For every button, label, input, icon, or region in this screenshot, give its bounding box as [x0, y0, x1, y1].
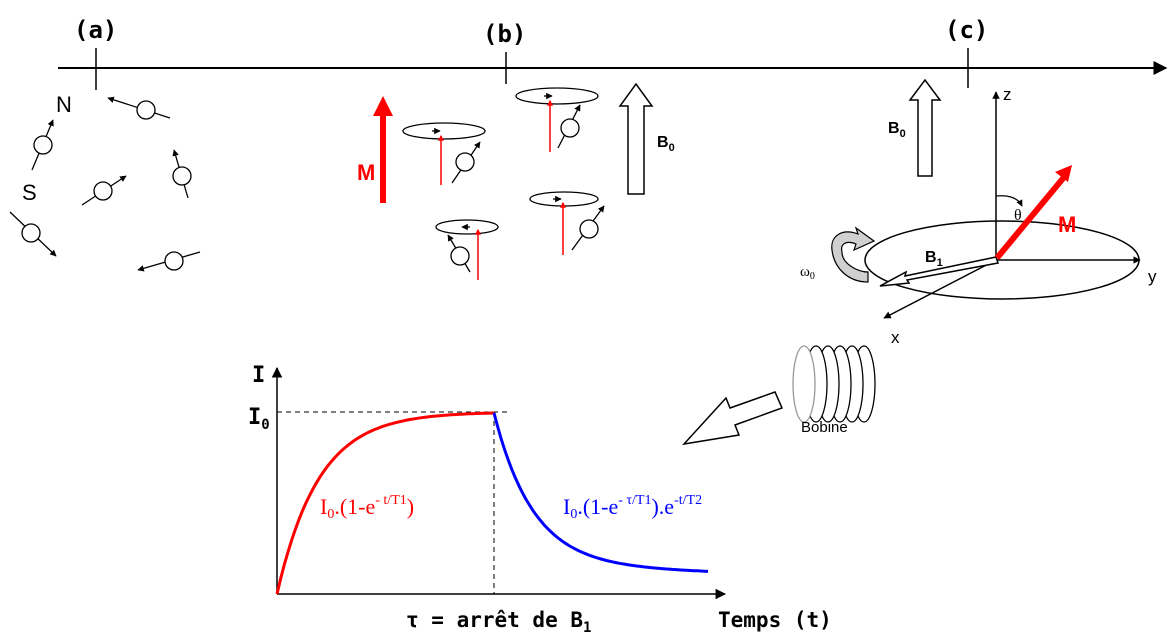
precessing-spin — [515, 87, 599, 152]
signal-arrow-icon — [681, 391, 784, 446]
spin-icon — [9, 211, 57, 257]
decay-curve — [492, 412, 709, 573]
rotation-arrow-icon — [831, 226, 876, 283]
graph-y-label: I — [252, 363, 265, 388]
axis-z-label: z — [1003, 85, 1012, 104]
magnetization-label: M — [1058, 212, 1076, 237]
b0-subscript: 0 — [900, 128, 906, 140]
panel-a-random-spins: N S — [9, 92, 201, 272]
decay-formula-b: .(1-e — [577, 494, 618, 519]
b1-subscript: 1 — [937, 257, 943, 269]
decay-formula-d: ).e — [651, 494, 674, 519]
precessing-spin — [529, 191, 605, 255]
graph-x-label: Temps (t) — [718, 608, 832, 632]
coil-icon — [792, 345, 876, 423]
precessing-spin — [402, 122, 486, 185]
axis-x-label: x — [891, 328, 900, 347]
magnetization-label: M — [357, 160, 375, 185]
rise-formula-a: I — [320, 494, 327, 519]
omega-letter: ω — [800, 264, 810, 280]
b0-subscript: 0 — [669, 142, 675, 154]
decay-formula-a-sub: 0 — [570, 507, 577, 522]
b1-letter: B — [925, 249, 937, 266]
coil-label: Bobine — [801, 419, 848, 436]
theta-label: θ — [1014, 207, 1022, 224]
decay-formula-c: - τ/T1 — [618, 493, 651, 508]
b0-arrow-icon — [908, 78, 942, 177]
b0-arrow-icon — [618, 82, 654, 195]
decay-formula: I0.(1-e- τ/T1).e-t/T2 — [563, 493, 702, 522]
b1-arrow-icon — [879, 256, 999, 287]
rise-formula-b: .(1-e — [334, 494, 375, 519]
stage-b-label: (b) — [483, 20, 526, 48]
signal-graph: I I0 Temps (t) τ = arrêt de B1 I0.(1-e- … — [248, 363, 832, 632]
spin-icon — [107, 96, 171, 120]
i0-letter: I — [248, 405, 261, 430]
spin-icon — [172, 149, 192, 199]
stage-a-label: (a) — [74, 16, 117, 44]
tau-label: τ = arrêt de B1 — [406, 608, 591, 632]
x-axis — [883, 259, 997, 319]
spin-icon — [81, 175, 127, 206]
precessing-spin — [435, 219, 499, 280]
magnetization-arrow — [994, 165, 1072, 260]
i0-subscript: 0 — [261, 417, 269, 433]
tau-label-subscript: 1 — [583, 620, 591, 632]
omega-label: ω0 — [800, 264, 815, 282]
b0-letter: B — [657, 134, 669, 151]
omega-subscript: 0 — [810, 271, 815, 282]
timeline: (a) (b) (c) — [58, 16, 1168, 90]
theta-arc — [995, 195, 1023, 207]
stage-c-label: (c) — [945, 16, 988, 44]
magnetization-arrow — [373, 96, 393, 203]
decay-formula-e: -t/T2 — [674, 493, 702, 508]
rise-curve — [275, 411, 495, 595]
south-label: S — [22, 180, 37, 205]
decay-formula-a: I — [563, 494, 570, 519]
b0-label: B0 — [888, 120, 906, 140]
spin-icon — [31, 119, 54, 171]
b1-label: B1 — [925, 249, 943, 269]
panel-b-precession: M B0 — [357, 82, 675, 280]
tau-label-text: τ = arrêt de B — [406, 608, 583, 632]
panel-c-rotating-frame: B0 z y x B1 M θ ω0 — [681, 78, 1157, 446]
b0-label: B0 — [657, 134, 675, 154]
axis-y-label: y — [1148, 267, 1157, 286]
b0-letter: B — [888, 120, 900, 137]
i0-level-label: I0 — [248, 405, 270, 433]
rise-formula-c: - t/T1 — [375, 493, 407, 508]
north-label: N — [56, 92, 72, 117]
rise-formula-d: ) — [407, 494, 414, 519]
rise-formula: I0.(1-e- t/T1) — [320, 493, 414, 522]
rise-formula-a-sub: 0 — [327, 507, 334, 522]
spin-icon — [137, 251, 201, 272]
